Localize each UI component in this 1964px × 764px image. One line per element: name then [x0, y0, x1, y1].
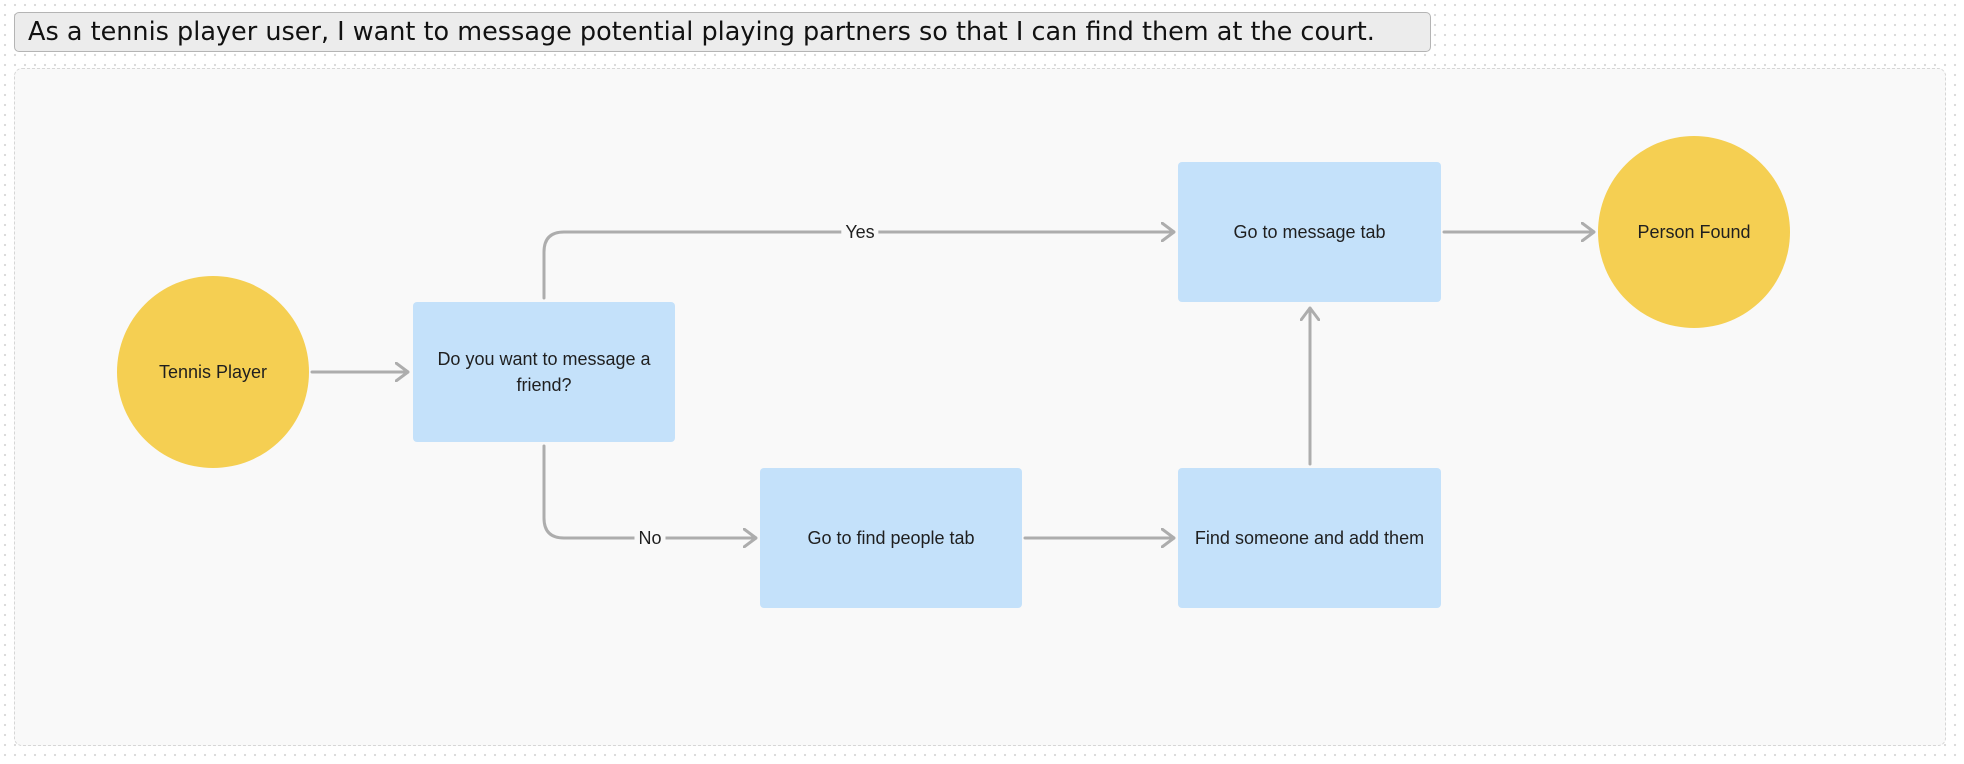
story-title: As a tennis player user, I want to messa…	[14, 12, 1431, 52]
edge-no	[542, 444, 758, 538]
node-message-tab: Go to message tab	[1178, 162, 1441, 302]
node-person-found: Person Found	[1598, 136, 1790, 328]
edge-yes	[542, 232, 1176, 300]
node-tennis-player: Tennis Player	[117, 276, 309, 468]
node-question: Do you want to message a friend?	[413, 302, 675, 442]
node-find-people-tab: Go to find people tab	[760, 468, 1022, 608]
edge-label-yes: Yes	[841, 221, 879, 243]
edge-label-no: No	[634, 527, 666, 549]
node-find-add: Find someone and add them	[1178, 468, 1441, 608]
